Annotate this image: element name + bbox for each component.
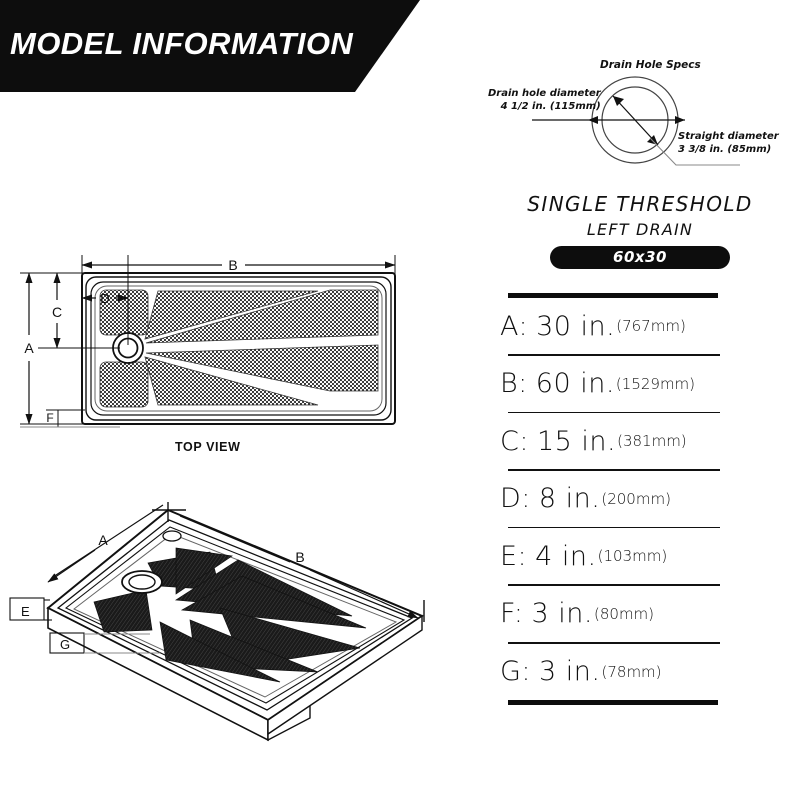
- straight-diameter-line2: 3 3/8 in. (85mm): [678, 143, 772, 155]
- dimension-list-bottom-rule: [508, 699, 718, 705]
- dimension-list-top-rule: [508, 293, 718, 298]
- dimension-key-c: C:: [500, 425, 529, 457]
- dimension-rule-4: [508, 526, 720, 529]
- iso-texture-ray-3: [180, 575, 367, 629]
- top-view-svg: B D A C F: [20, 255, 396, 428]
- dimension-rule-3: [508, 469, 720, 471]
- iso-view-drawing: A B E G: [0, 470, 460, 760]
- iso-dim-label-g: G: [60, 637, 70, 652]
- dimension-value-g: 3 in.: [539, 656, 601, 688]
- dimension-rule-6: [508, 641, 720, 644]
- dimension-value-c: 15 in.: [536, 425, 617, 457]
- iso-drain-fitting: [162, 530, 182, 542]
- drain-hole-diameter-line1: Drain hole diameter: [488, 88, 601, 99]
- model-type: SINGLE THRESHOLD: [527, 192, 753, 216]
- straight-diameter-line1: Straight diameter: [678, 131, 779, 142]
- iso-view-svg: A B E G: [9, 502, 425, 742]
- dimension-key-a: A:: [500, 310, 529, 342]
- iso-rim-line-3: [73, 533, 398, 698]
- drain-hole-specs-diagram: [532, 76, 740, 166]
- dimension-metric-a: (767mm): [616, 317, 686, 335]
- iso-dim-line-a-upper: [52, 504, 164, 578]
- dimension-metric-b: (1529mm): [615, 374, 696, 393]
- iso-texture-ray-1: [175, 547, 233, 595]
- dimension-row-f: F: 3 in. (80mm): [500, 586, 740, 642]
- dimension-key-d: D:: [500, 483, 531, 515]
- texture-ray-upper-1: [144, 290, 319, 340]
- iso-callout-box-e: [9, 597, 45, 621]
- texture-panel-lower-left: [99, 361, 149, 408]
- iso-callout-box-g: [49, 632, 85, 654]
- dimension-metric-d: (200mm): [601, 489, 671, 508]
- dimension-key-e: E:: [500, 540, 528, 572]
- dimension-row-b: B: 60 in. (1529mm): [500, 356, 740, 412]
- dim-label-b: B: [228, 257, 237, 273]
- texture-ray-lower-2: [145, 344, 379, 392]
- straight-diameter-leader: [649, 137, 740, 166]
- dimension-rule-1: [508, 354, 720, 356]
- iso-dim-label-a: A: [98, 532, 108, 548]
- dimension-value-f: 3 in.: [531, 598, 593, 630]
- dimension-row-g: G: 3 in. (78mm): [500, 644, 740, 700]
- header-banner: [0, 0, 420, 92]
- size-badge: 60x30: [550, 246, 730, 269]
- outer-arrow-left: [588, 116, 598, 124]
- straight-diameter-label: Straight diameter 3 3/8 in. (85mm): [678, 131, 779, 156]
- dim-label-a: A: [24, 340, 34, 356]
- iso-dim-line-a-lower: [47, 549, 96, 583]
- iso-right-curb: [267, 614, 423, 736]
- iso-rim-line-2: [64, 526, 406, 704]
- iso-dim-label-e: E: [21, 604, 30, 619]
- dimension-value-e: 4 in.: [535, 540, 597, 572]
- dimension-key-b: B:: [500, 368, 528, 400]
- iso-dim-line-b-right: [309, 569, 419, 619]
- dimension-row-e: E: 4 in. (103mm): [500, 528, 740, 584]
- model-drain-position: LEFT DRAIN: [586, 220, 694, 239]
- dimension-value-d: 8 in.: [538, 483, 601, 515]
- iso-drain-inner: [128, 574, 156, 590]
- iso-rim-line-1: [56, 519, 414, 711]
- top-view-drawing: B D A C F: [0, 195, 440, 465]
- top-view-caption: TOP VIEW: [175, 440, 241, 454]
- page-title: MODEL INFORMATION: [10, 26, 354, 61]
- dimension-key-g: G:: [500, 656, 532, 688]
- iso-dim-label-b: B: [295, 549, 304, 565]
- dimension-row-d: D: 8 in. (200mm): [500, 471, 740, 527]
- dimension-key-f: F:: [500, 598, 524, 630]
- iso-texture-ray-6: [159, 621, 281, 683]
- inner-diameter-dimension-line: [612, 95, 659, 146]
- dimension-row-c: C: 15 in. (381mm): [500, 413, 740, 469]
- dimension-metric-e: (103mm): [597, 547, 668, 566]
- drain-hole-diameter-label: Drain hole diameter 4 1/2 in. (115mm): [488, 88, 601, 113]
- dimension-value-b: 60 in.: [535, 368, 615, 400]
- model-title-block: SINGLE THRESHOLD LEFT DRAIN 60x30: [480, 192, 800, 269]
- iso-dim-line-b-left: [179, 515, 291, 563]
- dimension-list: A: 30 in. (767mm) B: 60 in. (1529mm) C: …: [500, 293, 740, 705]
- dimension-metric-f: (80mm): [594, 604, 655, 623]
- dim-label-c: C: [52, 304, 62, 320]
- iso-texture-lower-left: [93, 589, 153, 633]
- texture-ray-lower-1: [144, 356, 319, 406]
- drain-specs-title: Drain Hole Specs: [600, 59, 701, 71]
- dim-label-f: F: [46, 411, 53, 425]
- iso-texture-group: [93, 547, 367, 683]
- dimension-metric-c: (381mm): [617, 432, 687, 451]
- dimension-rule-5: [508, 584, 720, 586]
- drain-hole-specs-group: Drain Hole Specs Drain hole diameter 4 1…: [480, 55, 800, 180]
- inner-arrow-upper: [613, 96, 624, 106]
- dimension-rule-2: [508, 411, 720, 414]
- drain-hole-diameter-line2: 4 1/2 in. (115mm): [500, 100, 601, 112]
- outer-arrow-right: [675, 116, 685, 124]
- dimension-value-a: 30 in.: [536, 310, 616, 342]
- dimension-metric-g: (78mm): [601, 662, 662, 681]
- dimension-row-a: A: 30 in. (767mm): [500, 298, 740, 354]
- texture-ray-upper-2: [145, 289, 379, 344]
- dim-label-d: D: [100, 291, 109, 306]
